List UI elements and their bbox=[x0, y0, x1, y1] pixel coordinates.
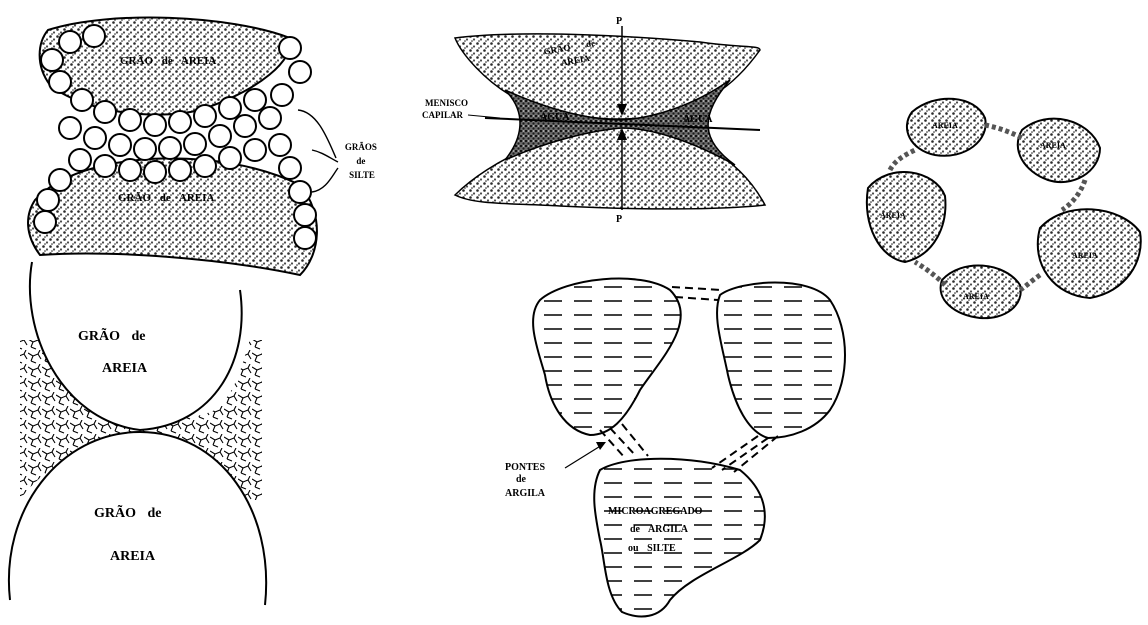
meniscus-label: MENISCO CAPILAR bbox=[422, 98, 470, 120]
panel-meniscus: P P GRÃO de AREIA ÁGUA ÁGUA MENISCO CAPI… bbox=[422, 16, 765, 225]
ring-grain-2 bbox=[1018, 119, 1100, 182]
ring-grain-label-1: AREIA bbox=[932, 121, 958, 130]
panel-ring: AREIA AREIA AREIA AREIA AREIA bbox=[867, 99, 1141, 318]
ring-grain-label-3: AREIA bbox=[1072, 251, 1098, 260]
silt-label-bracket bbox=[298, 110, 338, 192]
bridges-leader bbox=[565, 445, 602, 468]
sand-grain-upper bbox=[455, 34, 760, 119]
water-right-label: ÁGUA bbox=[683, 113, 713, 125]
bridges-leader-arrowhead bbox=[596, 442, 606, 450]
sand-grain-left bbox=[533, 279, 681, 435]
water-left-label: ÁGUA bbox=[540, 111, 570, 123]
silt-label: GRÃOS de SILTE bbox=[345, 142, 379, 180]
ring-grain-label-5: AREIA bbox=[880, 211, 906, 220]
sand-grain-right bbox=[717, 283, 845, 439]
sand-grain-lower bbox=[455, 126, 765, 209]
force-label-top: P bbox=[616, 16, 622, 27]
panel-silt-grains: GRÃO de AREIA GRÃO de AREIA GRÃOS de SIL… bbox=[28, 18, 379, 275]
force-label-bottom: P bbox=[616, 214, 622, 225]
ring-grain-label-2: AREIA bbox=[1040, 141, 1066, 150]
meniscus-leader bbox=[468, 115, 500, 118]
panel-clay-bridge: GRÃO de AREIA GRÃO de AREIA bbox=[9, 262, 266, 605]
sand-grain-bottom-label: GRÃO de AREIA bbox=[118, 192, 214, 204]
micro-aggregate bbox=[594, 459, 765, 617]
panel-microaggregate: PONTES de ARGILA MICROAGREGADO de ARGILA… bbox=[505, 279, 845, 617]
bridges-label: PONTES de ARGILA bbox=[505, 462, 548, 499]
ring-grain-5 bbox=[867, 172, 946, 262]
sand-grain-top-label: GRÃO de AREIA bbox=[120, 55, 216, 67]
ring-grain-label-4: AREIA bbox=[963, 292, 989, 301]
